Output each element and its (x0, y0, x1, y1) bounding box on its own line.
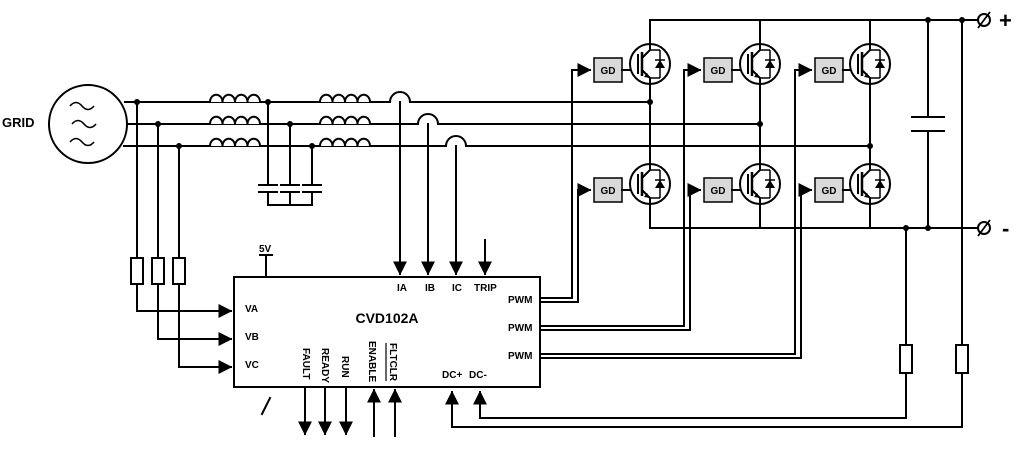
pin-ready: READY (319, 348, 330, 383)
pin-vb: VB (245, 332, 259, 343)
voltage-sense-resistors (130, 99, 233, 374)
controller-io-arrows (260, 386, 402, 437)
pin-ib: IB (425, 283, 435, 294)
pin-pwm-c: PWM (508, 351, 532, 362)
gate-driver-b-high: GD (703, 42, 782, 86)
pin-ia: IA (397, 283, 407, 294)
gate-driver-b-low: GD (703, 162, 782, 206)
pin-trip: TRIP (474, 283, 497, 294)
supply-5v: 5V (259, 244, 273, 277)
current-sense-lines (393, 101, 492, 276)
pin-vc: VC (245, 360, 259, 371)
igbt-icon (628, 162, 672, 206)
pin-dc-minus: DC- (469, 370, 487, 381)
gate-driver-a-high: GD (593, 42, 672, 86)
gate-driver-label: GD (822, 66, 837, 77)
igbt-icon (848, 162, 892, 206)
gate-driver-label: GD (601, 66, 616, 77)
controller-name: CVD102A (355, 310, 418, 326)
gate-driver-label: GD (711, 66, 726, 77)
controller-cvd102a: CVD102A VA VB VC IA IB IC TRIP PWM PWM P… (233, 276, 541, 388)
gate-driver-label: GD (711, 186, 726, 197)
pin-run: RUN (339, 356, 350, 378)
gate-driver-c-high: GD (814, 42, 892, 86)
igbt-icon (848, 42, 892, 86)
pin-pwm-a: PWM (508, 295, 532, 306)
ac-source-icon (48, 84, 128, 164)
pwm-routing (539, 63, 813, 359)
dc-negative-label: - (1002, 216, 1009, 241)
gate-driver-label: GD (601, 186, 616, 197)
igbt-icon (738, 42, 782, 86)
grid-label: GRID (2, 115, 35, 130)
dc-link-capacitor (911, 17, 945, 231)
dc-terminals: + - (977, 8, 1012, 241)
inductor-group-1 (208, 92, 262, 148)
pin-enable: ENABLE (366, 341, 377, 382)
igbt-icon (738, 162, 782, 206)
pin-ic: IC (452, 283, 462, 294)
igbt-icon (628, 42, 672, 86)
pin-fltclr: FLTCLR (387, 343, 398, 382)
filter-capacitors (258, 99, 322, 206)
dc-voltage-sense (445, 17, 969, 428)
dc-positive-label: + (999, 8, 1012, 33)
inductor-group-2 (318, 92, 372, 148)
grid-source: GRID (2, 84, 128, 164)
gate-driver-a-low: GD (593, 162, 672, 206)
supply-label: 5V (259, 244, 272, 255)
pin-dc-plus: DC+ (442, 370, 462, 381)
pin-va: VA (245, 304, 258, 315)
inverter-bridge: GD GD GD GD GD (593, 19, 981, 229)
pin-pwm-b: PWM (508, 323, 532, 334)
pin-fault: FAULT (300, 348, 311, 379)
gate-driver-label: GD (822, 186, 837, 197)
gate-driver-c-low: GD (814, 162, 892, 206)
